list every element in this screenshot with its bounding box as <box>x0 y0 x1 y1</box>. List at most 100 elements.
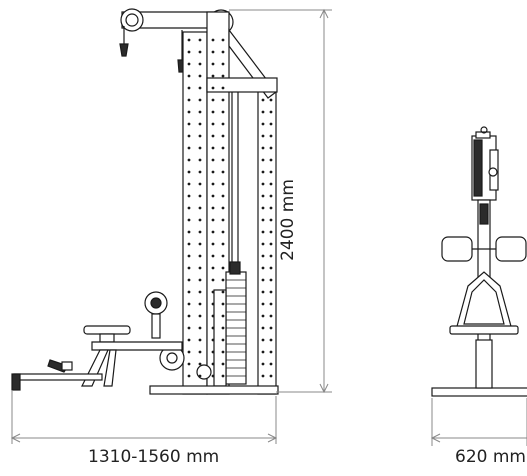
upright-hole <box>198 218 202 222</box>
upright-hole <box>187 86 191 90</box>
upright-hole <box>187 170 191 174</box>
upright-hole <box>221 194 225 198</box>
upright-hole <box>221 362 225 366</box>
knee-pad-right <box>495 236 527 262</box>
upright-hole <box>221 110 225 114</box>
upright-hole <box>269 146 273 150</box>
upright-hole <box>187 314 191 318</box>
upright-hole <box>269 230 273 234</box>
upright-hole <box>198 134 202 138</box>
upright-hole <box>221 206 225 210</box>
knee-pad-left <box>441 236 473 262</box>
upright-hole <box>221 290 225 294</box>
seat-pad <box>83 325 131 335</box>
upright-hole <box>187 74 191 78</box>
upright-hole <box>187 38 191 42</box>
upright-hole <box>198 98 202 102</box>
upright-hole <box>211 86 215 90</box>
upright-hole <box>211 302 215 306</box>
upright-hole <box>269 218 273 222</box>
side-base <box>149 385 279 395</box>
upright-hole <box>198 290 202 294</box>
upright-hole <box>269 134 273 138</box>
upright-hole <box>187 158 191 162</box>
side-width-dimension <box>10 390 278 444</box>
upright-hole <box>198 230 202 234</box>
upright-hole <box>211 266 215 270</box>
front-base <box>431 387 527 397</box>
upright-hole <box>198 302 202 306</box>
upright-hole <box>198 74 202 78</box>
upright-hole <box>211 278 215 282</box>
upright-hole <box>269 362 273 366</box>
upright-hole <box>187 338 191 342</box>
upright-hole <box>187 230 191 234</box>
upright-hole <box>221 158 225 162</box>
upright-hole <box>221 338 225 342</box>
upright-hole <box>187 242 191 246</box>
upright-hole <box>221 62 225 66</box>
upright-hole <box>261 350 265 354</box>
foot-extension <box>13 373 103 381</box>
upright-hole <box>261 338 265 342</box>
upright-hole <box>269 170 273 174</box>
front-width-dimension <box>430 398 527 446</box>
upright-hole <box>198 326 202 330</box>
top-left-pulley <box>120 8 144 32</box>
upright-hole <box>198 254 202 258</box>
upright-hole <box>221 326 225 330</box>
upright-hole <box>269 98 273 102</box>
upright-hole <box>198 350 202 354</box>
upright-hole <box>187 122 191 126</box>
upright-hole <box>269 278 273 282</box>
upright-hole <box>198 158 202 162</box>
upright-hole <box>261 278 265 282</box>
seat-rail <box>91 341 183 351</box>
upright-hole <box>261 206 265 210</box>
upright-hole <box>198 38 202 42</box>
upright-hole <box>269 326 273 330</box>
height-label: 2400 mm <box>278 179 298 261</box>
upright-hole <box>261 266 265 270</box>
upright-hole <box>187 374 191 378</box>
upright-hole <box>211 206 215 210</box>
upright-hole <box>261 134 265 138</box>
upright-hole <box>261 290 265 294</box>
upright-hole <box>211 74 215 78</box>
upright-hole <box>269 194 273 198</box>
side-width-label: 1310-1560 mm <box>88 447 220 467</box>
upright-hole <box>221 254 225 258</box>
upright-hole <box>269 374 273 378</box>
upright-hole <box>187 290 191 294</box>
upright-hole <box>261 218 265 222</box>
upright-hole <box>187 350 191 354</box>
upright-hole <box>261 302 265 306</box>
upright-hole <box>269 314 273 318</box>
upright-hole <box>187 218 191 222</box>
upright-hole <box>269 338 273 342</box>
front-view <box>431 126 527 397</box>
upright-hole <box>221 278 225 282</box>
upright-hole <box>221 302 225 306</box>
upright-hole <box>198 266 202 270</box>
upright-hole <box>269 350 273 354</box>
upright-hole <box>198 86 202 90</box>
upright-hole <box>187 182 191 186</box>
upright-hole <box>187 206 191 210</box>
upright-hole <box>187 266 191 270</box>
upright-hole <box>187 98 191 102</box>
upright-hole <box>187 134 191 138</box>
upright-hole <box>211 254 215 258</box>
upright-hole <box>221 350 225 354</box>
upright-hole <box>221 146 225 150</box>
upright-hole <box>211 362 215 366</box>
upright-hole <box>261 362 265 366</box>
upright-hole <box>198 278 202 282</box>
upright-hole <box>221 182 225 186</box>
upright-hole <box>261 182 265 186</box>
upright-hole <box>269 182 273 186</box>
upright-hole <box>211 338 215 342</box>
upright-hole <box>187 278 191 282</box>
upright-hole <box>211 146 215 150</box>
